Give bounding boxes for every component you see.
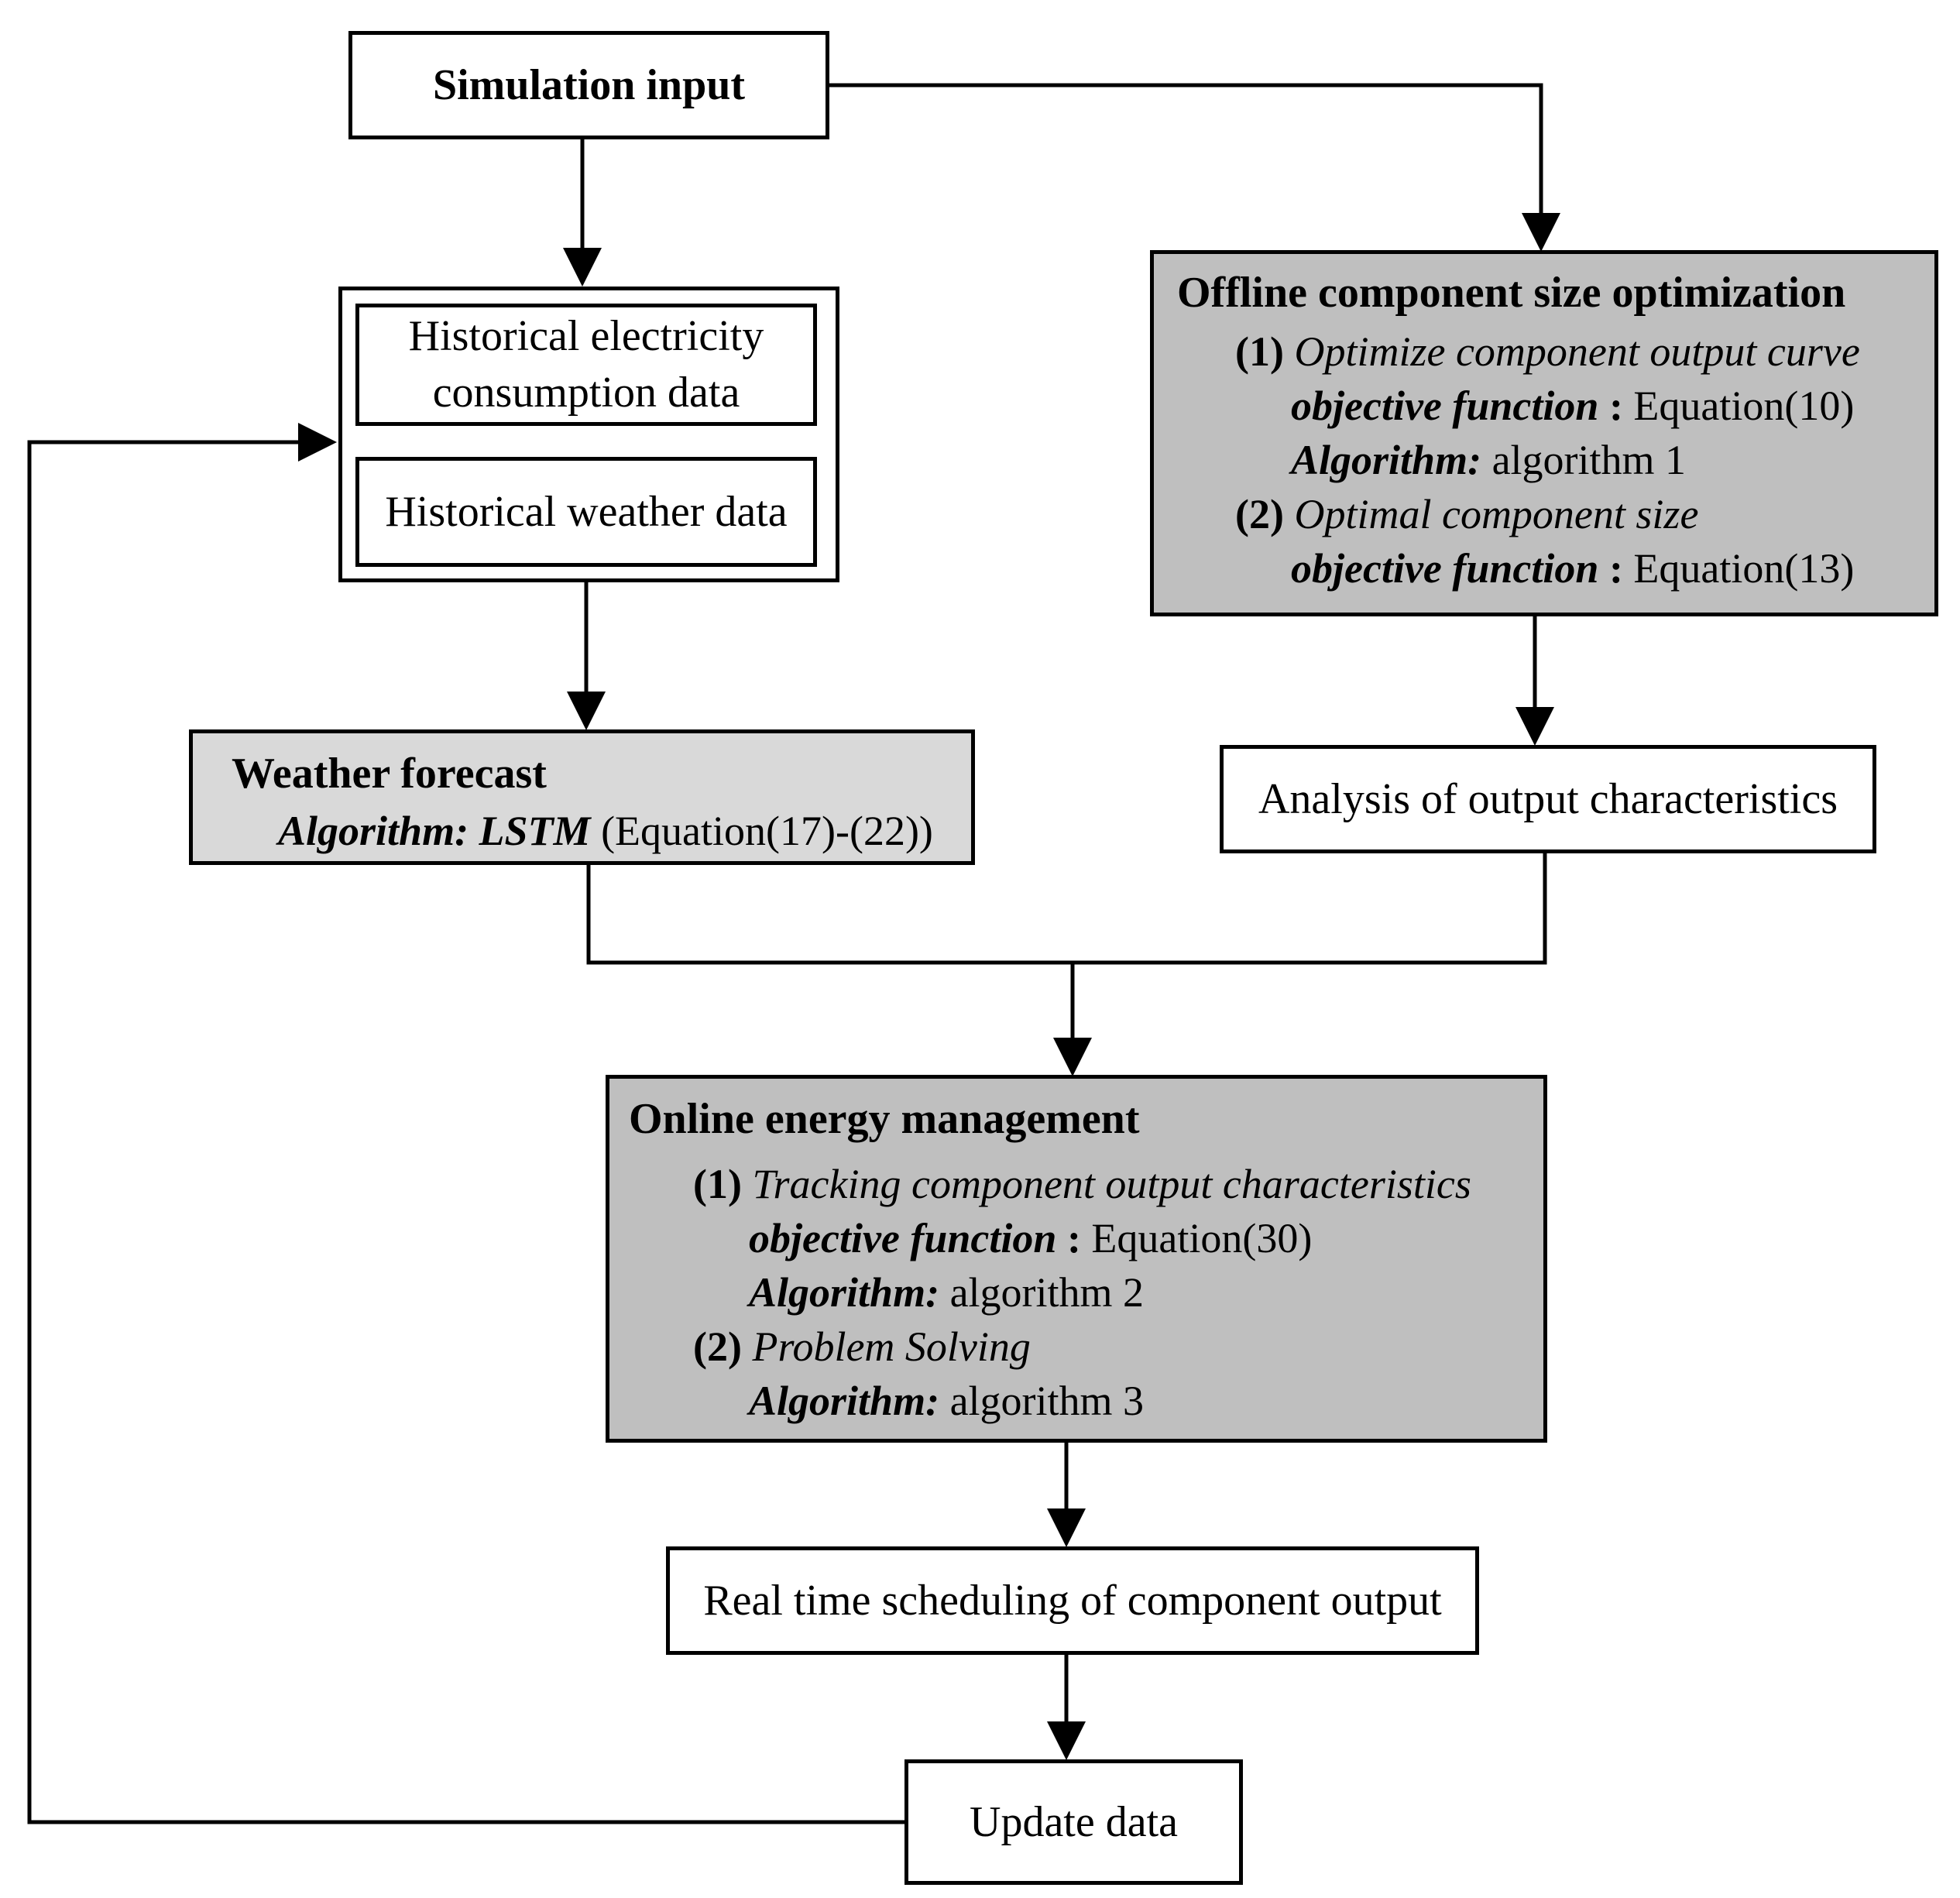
online-step2-title: Problem Solving xyxy=(752,1323,1031,1370)
online-step1-objective-value: Equation(30) xyxy=(1091,1215,1313,1261)
online-title: Online energy management xyxy=(629,1095,1140,1143)
historical-data-group: Historical electricity consumption data … xyxy=(338,287,839,582)
offline-step1-objective-sep: : xyxy=(1608,383,1623,429)
offline-step2-title: Optimal component size xyxy=(1294,491,1699,537)
offline-step2-objective-value: Equation(13) xyxy=(1633,545,1855,592)
online-step1-objective-label: objective function xyxy=(749,1215,1057,1261)
historical-weather-box: Historical weather data xyxy=(355,457,817,567)
historical-electricity-label: Historical electricity consumption data xyxy=(408,312,764,417)
offline-step1-objective-label: objective function xyxy=(1291,383,1599,429)
offline-step1-algorithm-value: algorithm 1 xyxy=(1491,437,1687,483)
realtime-scheduling-box: Real time scheduling of component output xyxy=(666,1546,1479,1655)
offline-step2-objective-sep: : xyxy=(1608,545,1623,592)
arrow-update-feedback xyxy=(27,423,904,1824)
offline-title: Offline component size optimization xyxy=(1177,269,1846,317)
simulation-input-box: Simulation input xyxy=(348,31,829,139)
offline-step1-algorithm-label: Algorithm: xyxy=(1291,437,1482,483)
simulation-input-label: Simulation input xyxy=(432,60,746,109)
offline-step2: (2) Optimal component size xyxy=(1235,490,1698,538)
online-step2-algorithm-label: Algorithm: xyxy=(749,1378,940,1424)
offline-step1-title: Optimize component output curve xyxy=(1294,328,1860,375)
online-step1-objective: objective function : Equation(30) xyxy=(749,1214,1312,1262)
forecast-algorithm-value: (Equation(17)-(22)) xyxy=(601,808,933,854)
arrow-input-to-offline xyxy=(829,83,1560,252)
weather-forecast-algorithm: Algorithm: LSTM (Equation(17)-(22)) xyxy=(278,807,933,855)
historical-weather-label: Historical weather data xyxy=(385,487,788,536)
online-step1-algorithm: Algorithm: algorithm 2 xyxy=(749,1268,1144,1316)
offline-step1-number: (1) xyxy=(1235,328,1284,375)
online-step1: (1) Tracking component output characteri… xyxy=(693,1160,1471,1208)
weather-forecast-box: Weather forecast Algorithm: LSTM (Equati… xyxy=(189,729,975,865)
online-management-box: Online energy management (1) Tracking co… xyxy=(606,1075,1547,1443)
online-step2-number: (2) xyxy=(693,1323,742,1370)
offline-step1-objective-value: Equation(10) xyxy=(1633,383,1855,429)
analysis-label: Analysis of output characteristics xyxy=(1258,774,1838,823)
offline-optimization-box: Offline component size optimization (1) … xyxy=(1150,250,1938,616)
offline-step2-number: (2) xyxy=(1235,491,1284,537)
online-step1-number: (1) xyxy=(693,1161,742,1207)
offline-step1: (1) Optimize component output curve xyxy=(1235,328,1860,376)
online-step1-algorithm-label: Algorithm: xyxy=(749,1269,940,1316)
online-step1-algorithm-value: algorithm 2 xyxy=(949,1269,1145,1316)
online-step2-algorithm: Algorithm: algorithm 3 xyxy=(749,1377,1144,1425)
historical-electricity-box: Historical electricity consumption data xyxy=(355,304,817,426)
offline-step1-algorithm: Algorithm: algorithm 1 xyxy=(1291,436,1686,484)
online-step1-objective-sep: : xyxy=(1066,1215,1081,1261)
offline-step2-objective: objective function : Equation(13) xyxy=(1291,544,1854,592)
offline-step1-objective: objective function : Equation(10) xyxy=(1291,382,1854,430)
online-step1-title: Tracking component output characteristic… xyxy=(752,1161,1471,1207)
update-data-box: Update data xyxy=(904,1759,1243,1885)
online-step2: (2) Problem Solving xyxy=(693,1323,1031,1371)
offline-step2-objective-label: objective function xyxy=(1291,545,1599,592)
update-data-label: Update data xyxy=(970,1797,1178,1846)
connector-forecast-merge xyxy=(586,852,1547,965)
online-step2-algorithm-value: algorithm 3 xyxy=(949,1378,1145,1424)
forecast-algorithm-label: Algorithm: LSTM xyxy=(278,808,591,854)
realtime-scheduling-label: Real time scheduling of component output xyxy=(703,1576,1442,1625)
analysis-box: Analysis of output characteristics xyxy=(1220,745,1876,853)
weather-forecast-title: Weather forecast xyxy=(232,750,547,798)
